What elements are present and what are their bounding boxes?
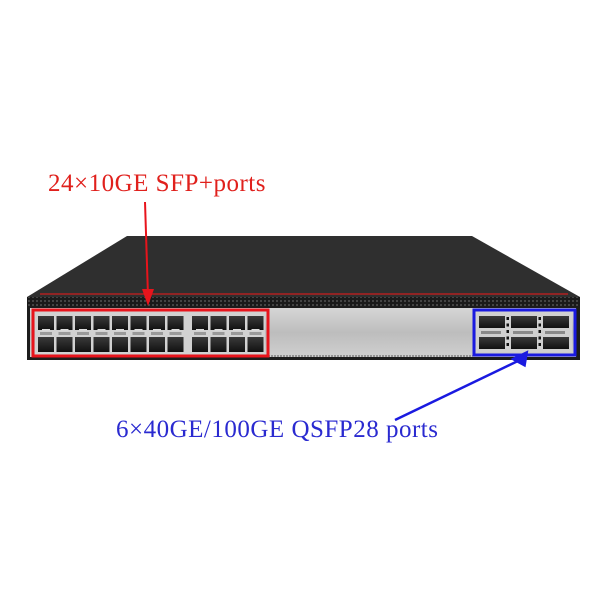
qsfp-port bbox=[543, 337, 569, 349]
sfp-arrow bbox=[142, 201, 154, 306]
sfp-port bbox=[93, 316, 110, 330]
sfp-port bbox=[167, 316, 184, 330]
qsfp-port bbox=[543, 316, 569, 328]
sfp-port bbox=[93, 337, 110, 352]
qsfp-port bbox=[511, 337, 537, 349]
sfp-port bbox=[247, 316, 264, 330]
vent-strip bbox=[27, 297, 580, 306]
qsfp-port bbox=[479, 316, 505, 328]
qsfp-arrow bbox=[394, 350, 529, 422]
sfp-port bbox=[38, 316, 54, 330]
sfp-port bbox=[56, 316, 73, 330]
sfp-port bbox=[192, 337, 208, 352]
sfp-port bbox=[149, 337, 165, 352]
sfp-ports-label: 24×10GE SFP+ports bbox=[48, 170, 266, 197]
sfp-port-block bbox=[35, 313, 265, 354]
qsfp-port-block bbox=[476, 313, 572, 352]
sfp-port bbox=[229, 337, 245, 352]
qsfp-ports-label: 6×40GE/100GE QSFP28 ports bbox=[116, 416, 439, 443]
sfp-port bbox=[210, 316, 227, 330]
sfp-port bbox=[75, 316, 91, 330]
sfp-port bbox=[112, 337, 128, 352]
sfp-port bbox=[167, 337, 184, 352]
sfp-port bbox=[112, 316, 128, 330]
sfp-port bbox=[130, 337, 147, 352]
sfp-port bbox=[192, 316, 208, 330]
sfp-port bbox=[56, 337, 73, 352]
sfp-port bbox=[38, 337, 54, 352]
sfp-port bbox=[247, 337, 264, 352]
qsfp-port bbox=[511, 316, 537, 328]
sfp-port bbox=[149, 316, 165, 330]
sfp-port bbox=[130, 316, 147, 330]
sfp-highlight-box bbox=[31, 308, 270, 358]
sfp-port bbox=[210, 337, 227, 352]
qsfp-port bbox=[479, 337, 505, 349]
chassis-top bbox=[27, 236, 580, 297]
sfp-port bbox=[229, 316, 245, 330]
sfp-port bbox=[75, 337, 91, 352]
